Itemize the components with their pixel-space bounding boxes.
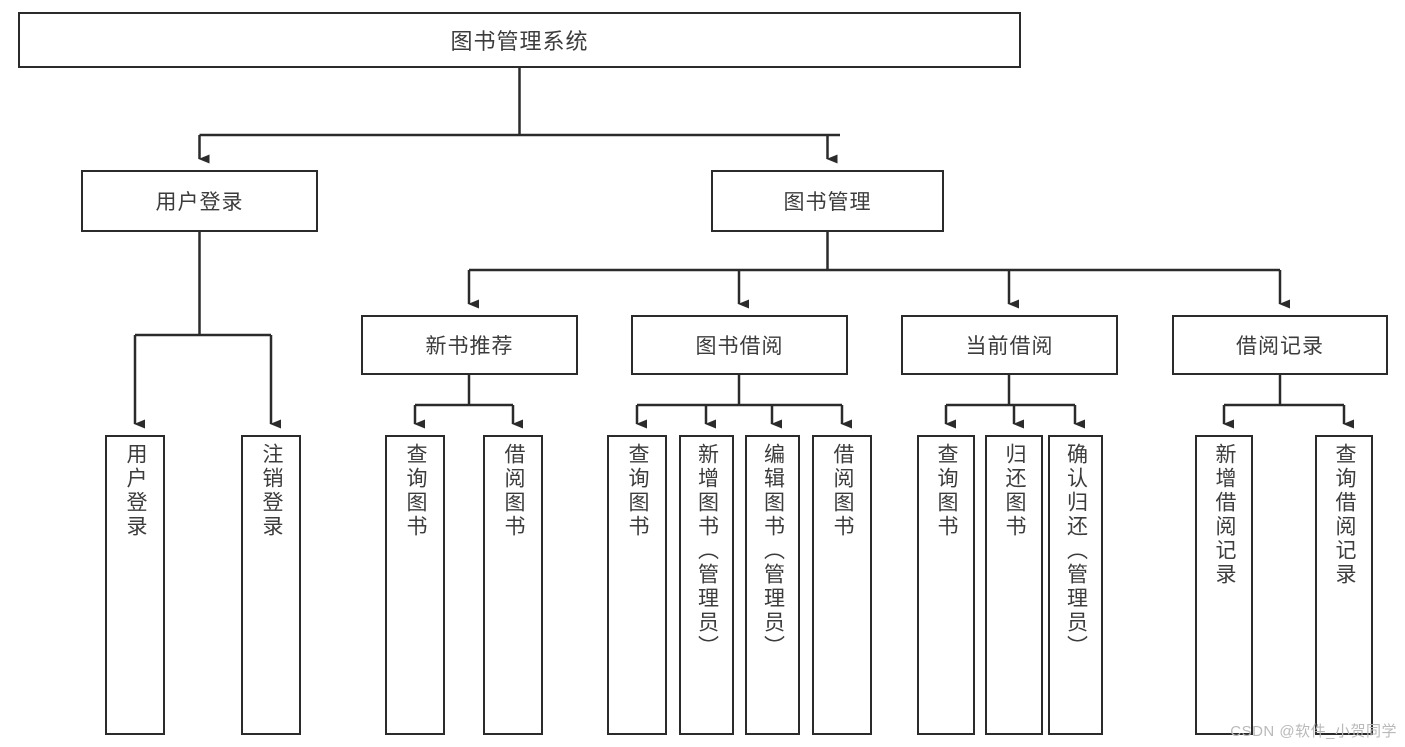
leaf-query-books-recommend[interactable]: 查询图书 <box>385 435 445 735</box>
leaf-confirm-return-admin[interactable]: 确认归还（管理员） <box>1048 435 1103 735</box>
leaf-query-borrow-record[interactable]: 查询借阅记录 <box>1315 435 1373 735</box>
node-book-management[interactable]: 图书管理 <box>711 170 944 232</box>
leaf-return-books[interactable]: 归还图书 <box>985 435 1043 735</box>
leaf-query-books-current[interactable]: 查询图书 <box>917 435 975 735</box>
node-book-borrow[interactable]: 图书借阅 <box>631 315 848 375</box>
leaf-edit-book-admin[interactable]: 编辑图书（管理员） <box>745 435 800 735</box>
leaf-add-borrow-record[interactable]: 新增借阅记录 <box>1195 435 1253 735</box>
leaf-query-books-borrow[interactable]: 查询图书 <box>607 435 667 735</box>
leaf-add-book-admin[interactable]: 新增图书（管理员） <box>679 435 734 735</box>
leaf-borrow-books[interactable]: 借阅图书 <box>812 435 872 735</box>
leaf-logout[interactable]: 注销登录 <box>241 435 301 735</box>
node-current-borrow[interactable]: 当前借阅 <box>901 315 1118 375</box>
node-borrow-records[interactable]: 借阅记录 <box>1172 315 1388 375</box>
node-root-system[interactable]: 图书管理系统 <box>18 12 1021 68</box>
leaf-user-login[interactable]: 用户登录 <box>105 435 165 735</box>
watermark-text: CSDN @软件_小贺同学 <box>1230 723 1397 740</box>
leaf-borrow-books-recommend[interactable]: 借阅图书 <box>483 435 543 735</box>
node-new-book-recommend[interactable]: 新书推荐 <box>361 315 578 375</box>
node-user-login[interactable]: 用户登录 <box>81 170 318 232</box>
